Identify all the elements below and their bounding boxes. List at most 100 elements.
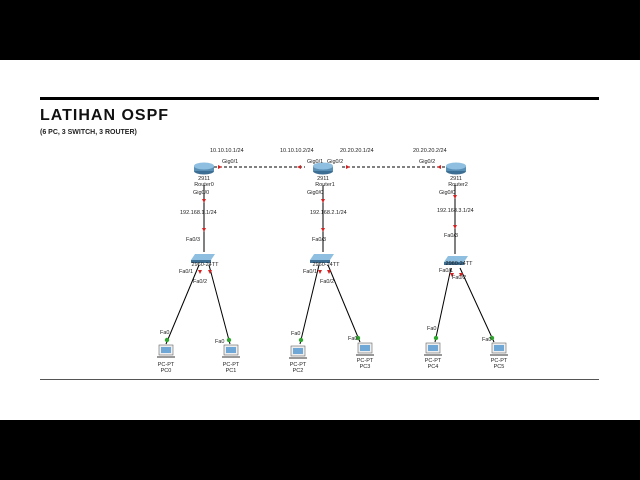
ip-label: 10.10.10.2/24 [280,148,314,154]
port-label: Fa0/3 [444,233,458,239]
port-label: Fa0/2 [320,279,334,285]
link-status-icon [355,335,361,341]
link-status-icon [459,273,463,277]
pc-1[interactable]: PC-PT PC1 [222,344,240,374]
router-model: 2911 [450,176,462,182]
link-status-icon [450,273,454,277]
port-label: Fa0/2 [193,279,207,285]
pc-name: PC3 [360,364,371,370]
port-label: Gig0/1 [307,159,323,165]
lan-link-r0-s0 [202,185,206,252]
port-label: Gig0/0 [193,190,209,196]
link-status-icon [321,199,325,203]
port-label: Fa0/3 [312,237,326,243]
router-name: Router1 [315,182,335,188]
link-status-icon [321,228,325,232]
link-status-icon [346,165,350,169]
port-label: Gig0/2 [327,159,343,165]
link-status-icon [453,225,457,229]
pc-type: PC-PT [357,358,374,364]
pc-type: PC-PT [158,362,175,368]
pc-name: PC4 [428,364,439,370]
lan-link-r2-s2 [453,185,457,254]
pc-2[interactable]: PC-PT PC2 [289,345,307,374]
port-label: Fa0 [348,336,357,342]
pc-icon [428,345,438,351]
pc-3[interactable]: PC-PT PC3 [356,342,374,370]
switch-0[interactable]: 2960-24TT [191,254,219,268]
pc-name: PC2 [293,368,304,374]
pc-type: PC-PT [223,362,240,368]
router-0[interactable]: 2911 Router0 [194,162,214,189]
bottom-rule [40,379,599,380]
link-status-icon [202,199,206,203]
slide-title: LATIHAN OSPF [40,107,170,124]
ip-label: 20.20.20.1/24 [340,148,374,154]
port-label: Fa0/1 [303,269,317,275]
pc-icon [494,345,504,351]
pc-5[interactable]: PC-PT PC5 [490,342,508,370]
link-status-icon [297,165,301,169]
link-status-icon [226,337,232,343]
pc-icon [226,347,236,353]
link-status-icon [327,270,331,274]
slide-subtitle: (6 PC, 3 SWITCH, 3 ROUTER) [40,129,137,136]
title-rule [40,97,599,100]
wan-link-r0-r1 [214,165,305,169]
switch-icon [310,254,334,260]
pc-0[interactable]: PC-PT PC0 [157,344,175,374]
port-label: Fa0/1 [179,269,193,275]
access-links [164,264,495,345]
router-model: 2911 [317,176,329,182]
switch-model: 2960-24TT [446,261,474,267]
router-icon [194,162,214,170]
link-status-icon [433,335,439,341]
link-status-icon [218,165,222,169]
port-label: Fa0/1 [439,268,453,274]
pc-type: PC-PT [491,358,508,364]
ip-label: 192.168.2.1/24 [310,210,347,216]
pc-type: PC-PT [425,358,442,364]
port-label: Gig0/0 [439,190,455,196]
link-status-icon [453,195,457,199]
switch-1[interactable]: 2960-24TT [310,254,340,268]
router-model: 2911 [198,176,210,182]
pc-name: PC1 [226,368,237,374]
link-status-icon [198,270,202,274]
switch-icon [444,256,468,262]
router-icon [446,162,466,170]
port-label: Fa0 [291,331,300,337]
pc-name: PC5 [494,364,505,370]
pc-type: PC-PT [290,362,307,368]
router-1[interactable]: 2911 Router1 [313,162,335,189]
port-label: Fa0/3 [186,237,200,243]
link-status-icon [489,335,495,341]
router-name: Router2 [448,182,468,188]
port-label: Fa0 [215,339,224,345]
port-label: Gig0/0 [307,190,323,196]
switch-icon [191,254,215,260]
router-2[interactable]: 2911 Router2 [446,162,468,189]
switch-model: 2960-24TT [192,262,220,268]
pc-name: PC0 [161,368,172,374]
link-status-icon [298,337,304,343]
switch-model: 2960-24TT [313,262,341,268]
link-status-icon [208,270,212,274]
pc-4[interactable]: PC-PT PC4 [424,342,442,370]
router-name: Router0 [194,182,214,188]
link-status-icon [202,228,206,232]
port-label: Fa0 [482,337,491,343]
link-status-icon [164,337,170,343]
link-status-icon [437,165,441,169]
pc-icon [161,347,171,353]
port-label: Fa0 [160,330,169,336]
link-status-icon [318,270,322,274]
ip-label: 192.168.1.1/24 [180,210,217,216]
switch-2[interactable]: 2960-24TT [444,256,473,267]
ip-label: 20.20.20.2/24 [413,148,447,154]
port-label: Gig0/1 [222,159,238,165]
router-icon [313,162,333,170]
port-label: Fa0/2 [452,275,466,281]
lan-link-r1-s1 [321,185,325,252]
